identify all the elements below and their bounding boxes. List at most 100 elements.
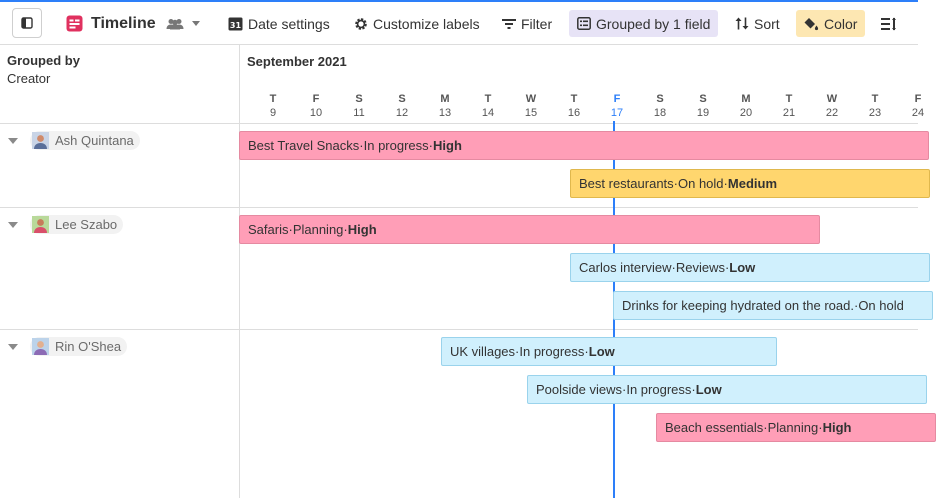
user-chip: Lee Szabo xyxy=(30,215,124,234)
record-priority: High xyxy=(433,138,462,153)
group-divider xyxy=(0,123,918,124)
record-title: UK villages xyxy=(450,344,516,359)
group-header-rin-oshea[interactable]: Rin O'Shea xyxy=(8,337,128,356)
day-number: 13 xyxy=(438,107,452,119)
filter-button[interactable]: Filter xyxy=(502,10,552,37)
day-column: S 12 xyxy=(391,92,413,120)
group-name: Ash Quintana xyxy=(55,133,134,148)
record-status: On hold xyxy=(678,176,724,191)
record-bar[interactable]: Beach essentials · Planning · High xyxy=(656,413,936,442)
row-height-icon xyxy=(881,17,897,31)
record-priority: Medium xyxy=(727,176,778,191)
user-chip: Rin O'Shea xyxy=(30,337,128,356)
day-letter: W xyxy=(826,93,838,105)
collapse-caret-icon[interactable] xyxy=(8,221,18,228)
record-bar[interactable]: UK villages · In progress · Low xyxy=(441,337,777,366)
record-bar[interactable]: Carlos interview · Reviews · Low xyxy=(570,253,930,282)
record-priority: High xyxy=(822,420,852,435)
record-bar[interactable]: Best restaurants · On hold · Medium xyxy=(570,169,930,198)
group-name: Lee Szabo xyxy=(55,217,118,232)
day-number: 10 xyxy=(309,107,323,119)
grouped-by-field: Creator xyxy=(7,71,51,86)
day-number: 15 xyxy=(524,107,538,119)
avatar xyxy=(32,216,49,233)
day-letter: S xyxy=(699,93,707,105)
record-status: Planning xyxy=(292,222,344,237)
record-bar[interactable]: Poolside views · In progress · Low xyxy=(527,375,927,404)
day-letter: S xyxy=(398,93,406,105)
record-bar[interactable]: Safaris · Planning · High xyxy=(239,215,820,244)
customize-labels-button[interactable]: Customize labels xyxy=(354,10,480,37)
filter-icon xyxy=(502,18,516,30)
day-number: 20 xyxy=(739,107,753,119)
chevron-down-icon[interactable] xyxy=(191,21,200,26)
day-letter: F xyxy=(914,93,922,105)
record-status: In progress xyxy=(363,138,429,153)
group-header-lee-szabo[interactable]: Lee Szabo xyxy=(8,215,124,234)
month-label: September 2021 xyxy=(247,54,347,69)
record-status: On hold xyxy=(858,298,904,313)
day-letter: M xyxy=(741,93,751,105)
group-header-ash-quintana[interactable]: Ash Quintana xyxy=(8,131,140,150)
day-number: 9 xyxy=(269,107,277,119)
calendar-icon: 31 xyxy=(228,16,243,31)
record-title: Best Travel Snacks xyxy=(248,138,360,153)
color-label: Color xyxy=(824,15,858,32)
day-letter: T xyxy=(871,93,879,105)
record-bar[interactable]: Best Travel Snacks · In progress · High xyxy=(239,131,929,160)
view-switcher[interactable]: Timeline xyxy=(66,10,208,37)
grouped-by-title: Grouped by xyxy=(7,53,80,68)
record-priority: Low xyxy=(729,260,756,275)
day-column: W 15 xyxy=(520,92,542,120)
collaborative-users-icon xyxy=(166,18,184,30)
avatar xyxy=(32,338,49,355)
day-number: 16 xyxy=(567,107,581,119)
color-button[interactable]: Color xyxy=(796,10,866,37)
record-bar[interactable]: Drinks for keeping hydrated on the road.… xyxy=(613,291,933,320)
timeline-view-icon xyxy=(66,15,83,32)
sort-label: Sort xyxy=(754,15,780,32)
sidebar-toggle-button[interactable] xyxy=(12,8,42,38)
day-column: T 23 xyxy=(864,92,886,120)
user-chip: Ash Quintana xyxy=(30,131,140,150)
day-number: 23 xyxy=(868,107,882,119)
sort-button[interactable]: Sort xyxy=(735,10,780,37)
toolbar: Timeline 31 Date settings Customize labe… xyxy=(0,0,918,45)
day-number: 17 xyxy=(610,107,624,119)
svg-text:31: 31 xyxy=(230,21,242,30)
day-letter: T xyxy=(269,93,277,105)
record-status: In progress xyxy=(519,344,585,359)
view-name-label: Timeline xyxy=(91,14,156,32)
sidebar-icon xyxy=(21,17,33,29)
day-number: 21 xyxy=(782,107,796,119)
day-letter: F xyxy=(613,93,621,105)
record-priority: Low xyxy=(695,382,722,397)
collapse-caret-icon[interactable] xyxy=(8,343,18,350)
record-title: Safaris xyxy=(248,222,289,237)
group-button[interactable]: Grouped by 1 field xyxy=(569,10,719,37)
day-letter: M xyxy=(440,93,450,105)
day-letter: W xyxy=(525,93,537,105)
day-number: 18 xyxy=(653,107,667,119)
day-number: 22 xyxy=(825,107,839,119)
record-priority: Low xyxy=(588,344,615,359)
day-number: 12 xyxy=(395,107,409,119)
avatar xyxy=(32,132,49,149)
day-letter: S xyxy=(355,93,363,105)
record-status: Reviews xyxy=(675,260,725,275)
date-settings-button[interactable]: 31 Date settings xyxy=(228,10,330,37)
record-status: Planning xyxy=(767,420,819,435)
day-number: 14 xyxy=(481,107,495,119)
collapse-caret-icon[interactable] xyxy=(8,137,18,144)
day-letter: T xyxy=(484,93,492,105)
day-number: 24 xyxy=(911,107,925,119)
filter-label: Filter xyxy=(521,15,553,32)
row-height-button[interactable] xyxy=(881,10,902,37)
